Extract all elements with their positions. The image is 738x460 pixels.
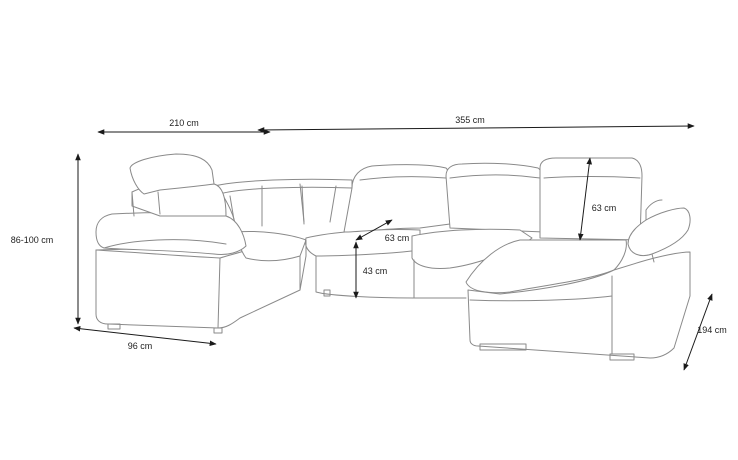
middle-back-cushion-2 <box>445 162 546 233</box>
right-armrest <box>627 207 691 257</box>
left-armrest <box>95 212 247 255</box>
corner-sofa-drawing <box>95 153 691 361</box>
dimension-lines: 210 cm 355 cm 86-100 cm 96 cm 194 cm 63 … <box>11 115 727 371</box>
dim-line-headrest-height <box>577 157 593 241</box>
dim-line-seat-depth <box>355 219 393 241</box>
left-headrest <box>129 153 215 195</box>
label-height-total: 86-100 cm <box>11 235 54 245</box>
label-depth-left: 96 cm <box>128 341 153 351</box>
right-back-cushion <box>539 157 643 241</box>
label-seat-depth: 63 cm <box>385 233 410 243</box>
label-width-left: 210 cm <box>169 118 199 128</box>
middle-back-cushion-1 <box>343 164 452 233</box>
label-seat-height: 43 cm <box>363 266 388 276</box>
corner-back-section <box>213 178 353 195</box>
label-width-right: 355 cm <box>455 115 485 125</box>
dim-line-width-right <box>257 123 695 133</box>
dim-line-depth-right <box>683 293 713 371</box>
left-seat-cushion <box>235 231 307 262</box>
dim-line-depth-left <box>73 325 217 347</box>
chaise-base <box>467 251 691 359</box>
label-headrest-height: 63 cm <box>592 203 617 213</box>
label-depth-right: 194 cm <box>697 325 727 335</box>
